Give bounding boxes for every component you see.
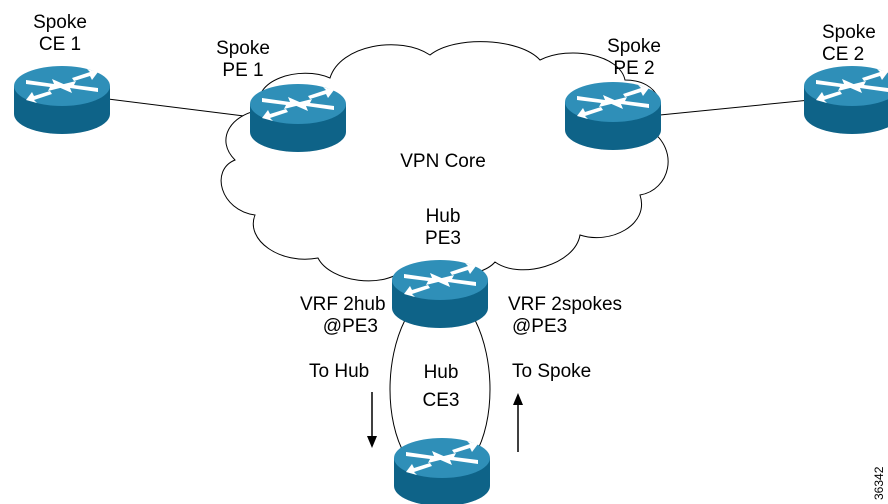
link-pe2-ce2	[659, 99, 811, 116]
router-icon-spoke-ce2	[804, 66, 888, 134]
vrf-2hub-path	[389, 319, 406, 456]
down-arrow-icon	[367, 392, 377, 448]
router-icon-spoke-ce1	[14, 66, 110, 134]
vrf-2spokes-label: VRF 2spokes@PE3	[508, 294, 623, 337]
router-icon-hub-pe3	[392, 260, 488, 328]
figure-id: 36342	[872, 466, 886, 500]
router-icon-hub-ce3	[394, 438, 490, 504]
to-spoke-label: To Spoke	[512, 361, 592, 382]
vpn-core-label: VPN Core	[400, 151, 486, 172]
vrf-2spokes-path	[474, 319, 491, 456]
router-icon-spoke-pe2	[565, 82, 661, 150]
vrf-2hub-label: VRF 2hub@PE3	[300, 294, 386, 337]
link-ce1-pe1	[99, 97, 253, 118]
to-hub-label: To Hub	[309, 361, 370, 382]
up-arrow-icon	[513, 393, 523, 452]
router-icon-spoke-pe1	[250, 84, 346, 152]
